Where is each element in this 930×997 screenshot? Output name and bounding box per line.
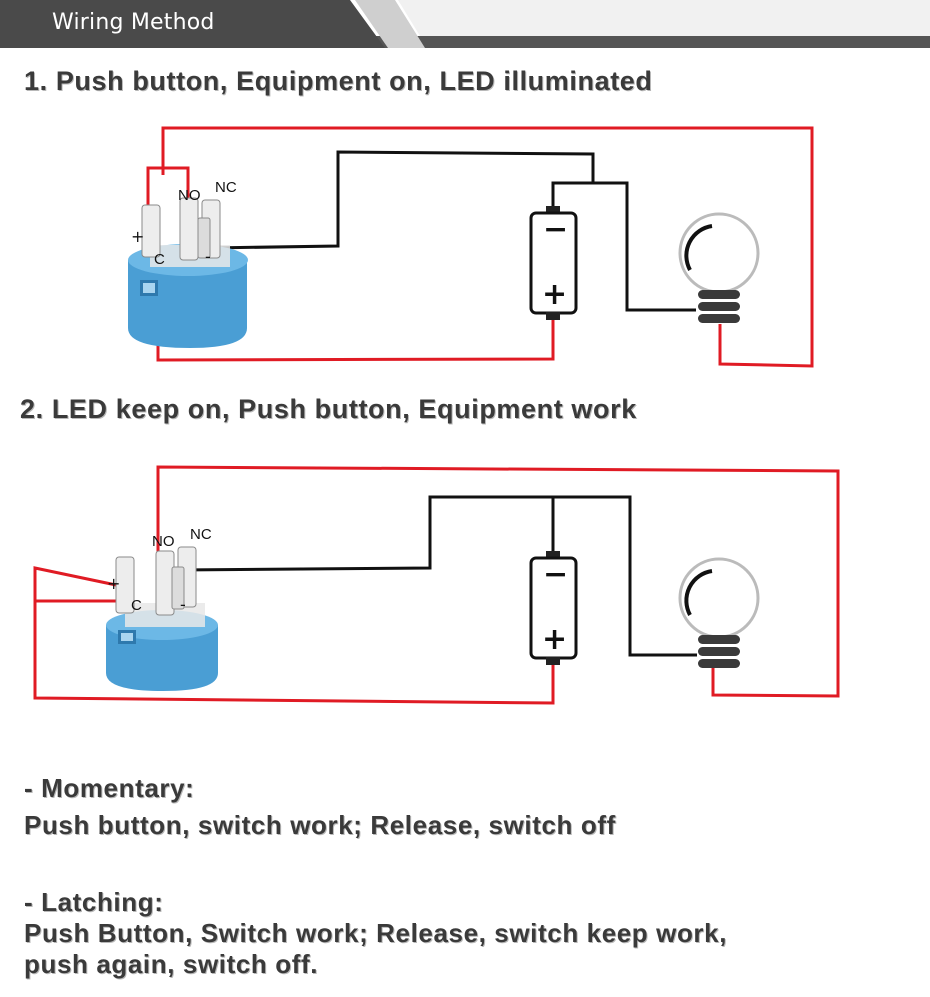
wire-switch-battery [156,320,555,362]
wiring-diagram-1: NO NC + C - − + [128,126,814,368]
latching-desc-line1: Push Button, Switch work; Release, switc… [24,918,728,948]
wire-negative-switch [209,150,595,250]
section1-heading: 1. Push button, Equipment on, LED illumi… [24,66,653,96]
battery-plus-sign: + [542,622,567,657]
label-common: C [154,251,165,268]
label-no: NO [152,533,175,550]
label-nc: NC [215,179,237,196]
momentary-desc: Push button, switch work; Release, switc… [24,810,616,840]
wire-battery-bulb [553,495,697,657]
battery-minus-sign: − [543,557,568,592]
wire-positive-loop [161,126,814,368]
momentary-title: - Momentary: [24,773,195,803]
label-no: NO [178,187,201,204]
wire-negative-battery [551,181,696,312]
wiring-diagram-2: NO NC + C - − + [33,465,840,705]
wire-common-no [146,166,190,228]
label-plus: + [107,574,120,593]
label-minus: - [180,595,186,614]
push-button-switch [106,546,218,691]
header-banner [0,0,930,48]
battery-plus-sign: + [542,277,567,312]
push-button-switch [128,197,248,348]
label-plus: + [131,227,144,246]
label-common: C [131,597,142,614]
label-nc: NC [190,526,212,543]
led-bulb-icon [678,557,760,668]
wire-positive-loop [156,465,840,698]
wire-no-battery [177,495,555,572]
battery [529,206,578,320]
latching-desc-line2: push again, switch off. [24,949,319,979]
latching-title: - Latching: [24,887,164,917]
battery [529,551,578,665]
led-bulb-icon [678,212,760,323]
banner-title: Wiring Method [52,10,215,35]
wire-left-loop [33,566,555,705]
battery-minus-sign: − [543,212,568,247]
section2-heading: 2. LED keep on, Push button, Equipment w… [20,394,637,424]
label-minus: - [205,247,211,266]
